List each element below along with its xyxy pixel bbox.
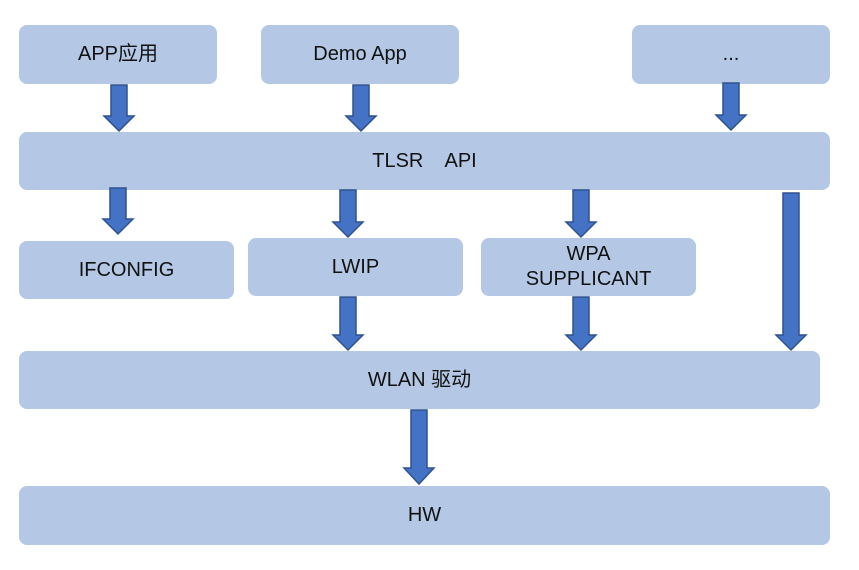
arrow-api-to-ifconfig <box>101 187 135 236</box>
lwip-label: LWIP <box>331 255 380 278</box>
arrow-demo-to-api <box>344 84 378 133</box>
arrow-app-to-api <box>102 84 136 133</box>
hw-box: HW <box>19 486 830 545</box>
tlsr-api-box: TLSR API <box>19 132 830 190</box>
tlsr-api-label: TLSR API <box>372 149 477 172</box>
arrow-api-to-wpa <box>564 189 598 239</box>
arrow-more-to-api <box>714 82 748 132</box>
arrow-lwip-to-wlan <box>331 296 365 352</box>
lwip-box: LWIP <box>248 238 463 296</box>
app-box: APP应用 <box>19 25 217 84</box>
demo-app-box: Demo App <box>261 25 459 84</box>
more-apps-label: ... <box>722 43 740 65</box>
more-apps-box: ... <box>632 25 830 84</box>
wpa-supplicant-label: WPA SUPPLICANT <box>525 243 652 290</box>
arrow-api-to-wlan-direct <box>774 192 808 352</box>
arrow-api-to-lwip <box>331 189 365 239</box>
app-label: APP应用 <box>77 43 159 65</box>
ifconfig-label: IFCONFIG <box>78 258 175 281</box>
wlan-driver-label: WLAN 驱动 <box>367 368 472 391</box>
arrow-wpa-to-wlan <box>564 296 598 352</box>
wpa-supplicant-box: WPA SUPPLICANT <box>481 238 696 296</box>
hw-label: HW <box>407 504 442 526</box>
wlan-driver-box: WLAN 驱动 <box>19 351 820 409</box>
ifconfig-box: IFCONFIG <box>19 241 234 299</box>
demo-app-label: Demo App <box>313 43 407 65</box>
arrow-wlan-to-hw <box>402 409 436 486</box>
